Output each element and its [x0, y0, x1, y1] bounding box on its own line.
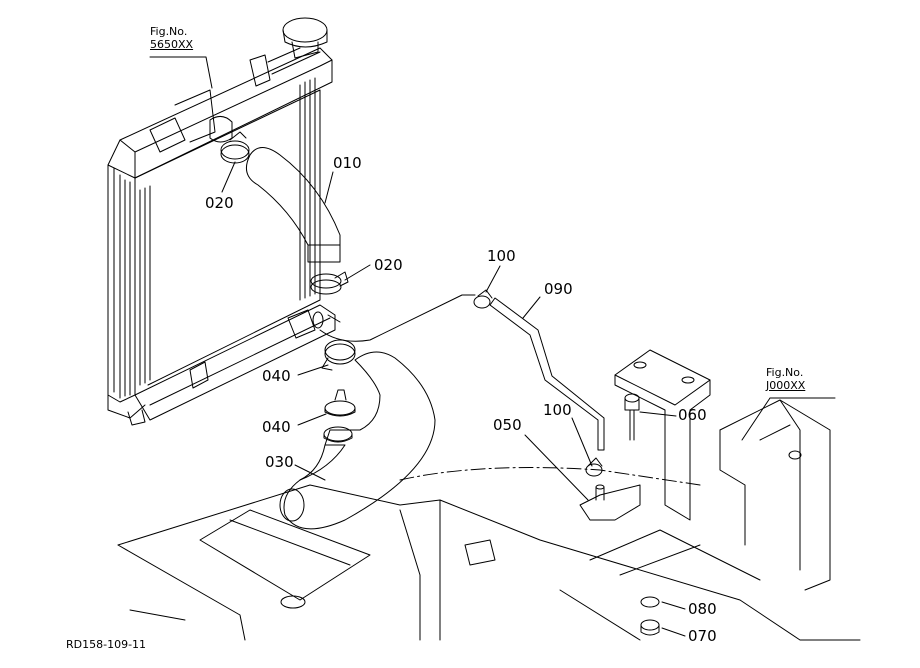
callout-090: 090 — [544, 280, 573, 298]
fig-ref-radiator: Fig.No. 5650XX — [150, 25, 193, 51]
fig-ref-frame-line2: J000XX — [766, 379, 806, 392]
routing-line — [399, 467, 701, 486]
fig-ref-frame: Fig.No. J000XX — [766, 366, 805, 392]
callout-020-upper: 020 — [205, 194, 234, 212]
callout-040-lower: 040 — [262, 418, 291, 436]
chassis-floor — [117, 484, 861, 641]
lower-hose-030 — [279, 351, 436, 530]
hose-clamp-020-lower — [310, 271, 349, 295]
clip-100-lower — [585, 457, 603, 477]
callout-100-upper: 100 — [487, 247, 516, 265]
leader-lines — [149, 56, 836, 637]
callout-060: 060 — [678, 406, 707, 424]
callout-050: 050 — [493, 416, 522, 434]
callout-020-lower: 020 — [374, 256, 403, 274]
radiator-drawing — [107, 17, 336, 426]
bracket-060 — [614, 349, 711, 521]
callout-080: 080 — [688, 600, 717, 618]
pipe-050 — [579, 484, 641, 521]
bolt-060 — [624, 393, 640, 441]
callout-030: 030 — [265, 453, 294, 471]
callout-040-upper: 040 — [262, 367, 291, 385]
upper-hose-010 — [245, 147, 341, 263]
hose-clamp-020-upper — [220, 131, 250, 164]
hose-clamp-040-lower — [323, 389, 356, 443]
fig-ref-radiator-line1: Fig.No. — [150, 25, 188, 38]
clip-100-upper — [473, 289, 493, 309]
callout-010: 010 — [333, 154, 362, 172]
frame-right — [719, 399, 831, 591]
callout-070: 070 — [688, 627, 717, 645]
hose-clamp-040-upper — [321, 339, 356, 371]
overflow-line — [319, 294, 476, 342]
callout-100-lower: 100 — [543, 401, 572, 419]
overflow-hose-090 — [489, 297, 605, 451]
fig-ref-radiator-line2: 5650XX — [150, 38, 194, 51]
drawing-code: RD158-109-11 — [66, 638, 147, 651]
fig-ref-frame-line1: Fig.No. — [766, 366, 804, 379]
